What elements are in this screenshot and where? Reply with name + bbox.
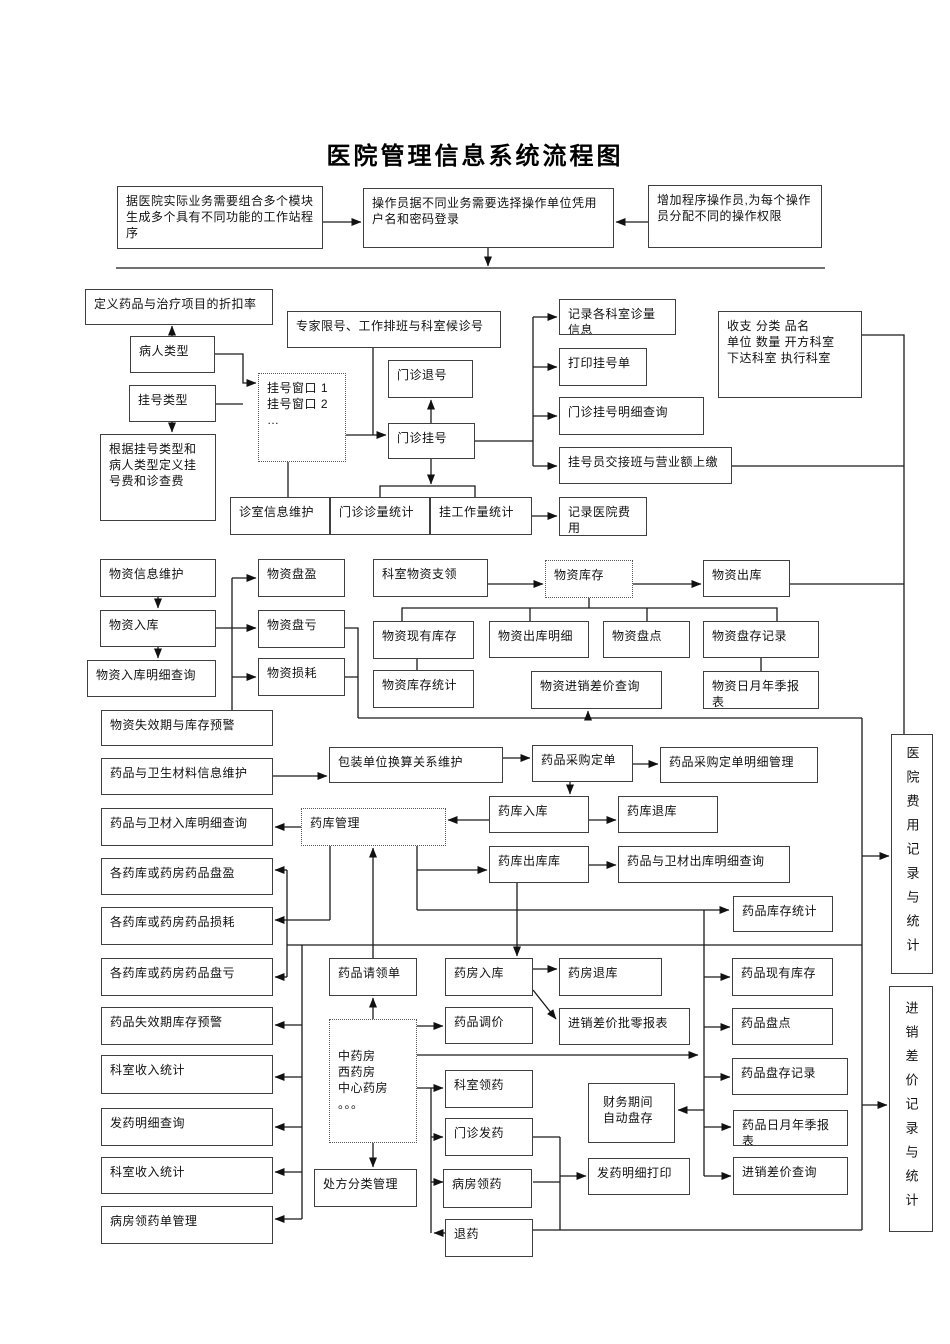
node-dept-drug-collection: 科室领药 [445,1070,533,1108]
node-dept-material-requisition: 科室物资支领 [373,559,488,597]
node-pharmacy-inbound: 药房入库 [445,958,533,996]
node-drug-purchase-order: 药品采购定单 [532,745,633,782]
node-discount-definition: 定义药品与治疗项目的折扣率 [85,289,273,325]
node-fee-attributes: 收支 分类 品名 单位 数量 开方科室 下达科室 执行科室 [718,311,862,398]
node-drug-periodic-report: 药品日月年季报 表 [733,1110,848,1146]
node-material-inbound-query: 物资入库明细查询 [87,660,216,697]
node-drug-purchase-order-detail: 药品采购定单明细管理 [660,747,818,783]
node-registration-windows: 挂号窗口 1 挂号窗口 2 … [258,373,346,462]
node-drug-price-adjustment: 药品调价 [445,1007,533,1044]
node-patient-type: 病人类型 [130,336,215,373]
node-drug-outbound-detail-query: 药品与卫材出库明细查询 [618,846,790,883]
node-pharmacy-drug-loss: 各药库或药房药品损耗 [101,907,273,945]
node-workstation-modules: 据医院实际业务需要组合多个模块 生成多个具有不同功能的工作站程 序 [117,186,323,249]
node-packaging-unit-conversion: 包装单位换算关系维护 [329,747,503,783]
node-drug-inbound-detail-query: 药品与卫材入库明细查询 [101,808,273,846]
node-storehouse-inbound: 药库入库 [489,796,589,833]
node-registration-fee-definition: 根据挂号类型和 病人类型定义挂 号费和诊查费 [100,434,216,521]
node-material-surplus: 物资盘盈 [258,559,345,597]
node-financial-period-auto-inventory: 财务期间 自动盘存 [588,1083,675,1143]
node-outpatient-registration: 门诊挂号 [388,423,475,459]
node-material-outbound: 物资出库 [703,560,790,597]
node-material-expiry-warning: 物资失效期与库存预警 [101,710,273,746]
node-pharmacies: 中药房 西药房 中心药房 。。。 [329,1019,417,1143]
node-material-stock-stats: 物资库存统计 [373,670,474,708]
node-material-periodic-report: 物资日月年季报 表 [703,671,819,709]
node-material-info-maintenance: 物资信息维护 [100,559,216,597]
node-storehouse-outbound: 药库出库库 [489,846,589,883]
node-outpatient-volume-stats: 门诊诊量统计 [330,497,430,535]
node-print-registration-slip: 打印挂号单 [559,348,647,386]
page-title: 医院管理信息系统流程图 [326,143,624,170]
node-material-inbound: 物资入库 [100,610,216,647]
node-dispense-detail-query: 发药明细查询 [101,1108,273,1146]
node-material-stock-record: 物资盘存记录 [703,621,819,658]
node-operator-login: 操作员据不同业务需要选择操作单位凭用 户名和密码登录 [363,188,614,248]
node-registration-detail-query: 门诊挂号明细查询 [559,397,704,435]
node-drug-stock-stats: 药品库存统计 [733,896,833,932]
node-material-current-stock: 物资现有库存 [373,621,474,659]
node-price-diff-retail-report: 进销差价批零报表 [559,1008,690,1045]
node-drug-storehouse-management: 药库管理 [301,808,446,846]
node-drug-stocktaking: 药品盘点 [732,1008,833,1045]
node-ward-requisition-management: 病房领药单管理 [101,1206,273,1244]
node-outpatient-refund: 门诊退号 [388,360,473,398]
node-ward-drug-collection: 病房领药 [443,1169,532,1208]
node-material-shortage: 物资盘亏 [258,610,345,648]
node-dept-income-stats-2: 科室收入统计 [101,1157,273,1194]
node-registrar-shift-handover: 挂号员交接班与营业额上缴 [559,447,732,484]
node-dispense-detail-print: 发药明细打印 [588,1158,690,1195]
node-outpatient-dispensing: 门诊发药 [445,1118,533,1156]
node-prescription-classification: 处方分类管理 [314,1169,417,1207]
node-registration-type: 挂号类型 [129,385,216,422]
node-clinic-info-maintenance: 诊室信息维护 [230,497,330,535]
node-drug-info-maintenance: 药品与卫生材料信息维护 [101,758,273,795]
node-dept-income-stats-1: 科室收入统计 [101,1055,273,1094]
node-drug-return: 退药 [445,1219,533,1257]
node-material-inventory: 物资库存 [545,560,633,598]
node-price-diff-statistics: 进销差价记录与统计 [889,986,933,1232]
node-drug-current-stock: 药品现有库存 [732,958,833,996]
node-drug-expiry-warning: 药品失效期库存预警 [101,1007,273,1045]
node-registration-workload-stats: 挂工作量统计 [430,497,532,535]
node-drug-requisition-form: 药品请领单 [329,958,417,996]
node-pharmacy-return: 药房退库 [559,958,662,996]
node-price-diff-query: 进销差价查询 [733,1157,848,1195]
node-pharmacy-drug-surplus: 各药库或药房药品盘盈 [101,858,273,895]
node-drug-stock-record: 药品盘存记录 [732,1058,848,1095]
node-material-price-diff-query: 物资进销差价查询 [531,671,662,709]
node-hospital-fee-record: 记录医院费 用 [559,497,647,536]
node-operator-permissions: 增加程序操作员,为每个操作 员分配不同的操作权限 [648,185,822,248]
node-material-loss: 物资损耗 [258,658,345,696]
node-hospital-fee-statistics: 医院费用记录与统计 [891,734,933,974]
node-pharmacy-drug-shortage: 各药库或药房药品盘亏 [101,958,273,996]
node-storehouse-return: 药库退库 [618,796,718,833]
node-material-stocktaking: 物资盘点 [603,621,690,658]
node-dept-volume-record: 记录各科室诊量 信息 [559,299,676,335]
node-material-outbound-detail: 物资出库明细 [489,621,589,658]
node-expert-scheduling: 专家限号、工作排班与科室候诊号 [287,311,501,348]
